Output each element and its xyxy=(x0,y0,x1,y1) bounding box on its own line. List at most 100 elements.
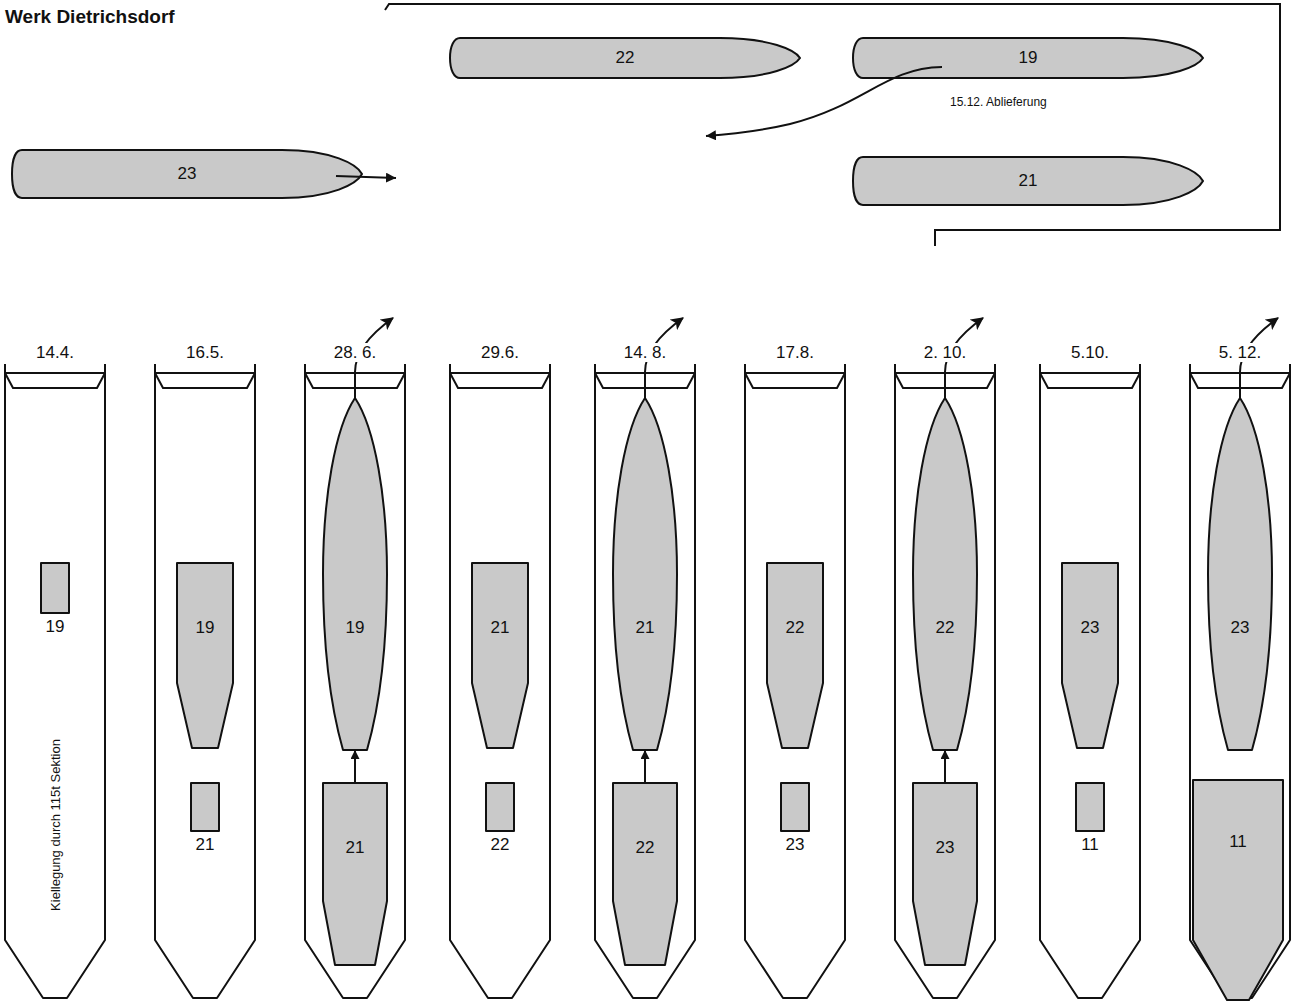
date-text: 16.5. xyxy=(184,343,226,362)
ship-hull-path xyxy=(853,38,1203,78)
hull-part: 21 xyxy=(472,563,528,748)
ship-hull: 22 xyxy=(450,38,800,78)
date-text: 14. 8. xyxy=(622,343,669,362)
building-dock-path xyxy=(745,364,845,998)
keel-section: 11 xyxy=(1076,783,1104,861)
stern-section: 23 xyxy=(913,783,977,965)
hull-number: 22 xyxy=(913,617,977,639)
hull-part-path xyxy=(472,563,528,748)
ship-hull: 22 xyxy=(913,398,977,750)
stern-section-path xyxy=(323,783,387,965)
move-arrow xyxy=(944,750,946,783)
keel-section-path xyxy=(41,563,69,613)
hull-number: 21 xyxy=(323,837,387,859)
hull-number: 22 xyxy=(613,837,677,859)
hull-part: 23 xyxy=(1062,563,1118,748)
date-text: 28. 6. xyxy=(332,343,379,362)
hull-number: 23 xyxy=(913,837,977,859)
note-vertical: Kiellegung durch 115t Sektion xyxy=(48,739,63,911)
stern-section-outline xyxy=(1193,780,1283,1000)
ship-hull-outline xyxy=(913,398,977,750)
building-dock: 16.5. 19 21 xyxy=(153,340,257,1004)
move-arrow xyxy=(644,750,646,783)
date-text: 17.8. xyxy=(774,343,816,362)
date-text: 29.6. xyxy=(479,343,521,362)
ship-hull-path xyxy=(613,398,677,750)
keel-section-path xyxy=(191,783,219,831)
date-label: 14. 8. xyxy=(593,342,697,364)
keel-section-path xyxy=(486,783,514,831)
stern-section: 11 xyxy=(1193,780,1283,1000)
ship-hull-path xyxy=(323,398,387,750)
date-label: 2. 10. xyxy=(893,342,997,364)
ship-hull: 19 xyxy=(323,398,387,750)
stern-section-path xyxy=(613,783,677,965)
date-text: 14.4. xyxy=(34,343,76,362)
title: Werk Dietrichsdorf xyxy=(5,6,175,28)
date-text: 5.10. xyxy=(1069,343,1111,362)
date-label: 14.4. xyxy=(3,342,107,364)
keel-section: 21 xyxy=(191,783,219,861)
hull-number: 19 xyxy=(853,47,1203,69)
hull-number: 23 xyxy=(1062,617,1118,639)
ship-hull: 21 xyxy=(613,398,677,750)
building-dock: 14. 8. 21 22 xyxy=(593,340,697,1004)
hull-number: 19 xyxy=(31,616,79,638)
ship-hull: 23 xyxy=(1208,398,1272,750)
hull-part-outline xyxy=(1062,563,1118,748)
ship-hull-path xyxy=(853,157,1203,205)
pier-outline xyxy=(385,4,1280,246)
keel-section: 22 xyxy=(486,783,514,861)
hull-number: 23 xyxy=(12,163,362,185)
ship-hull-path xyxy=(12,150,362,198)
hull-number: 22 xyxy=(476,834,524,856)
hull-number: 19 xyxy=(323,617,387,639)
keel-section-path xyxy=(781,783,809,831)
move-arrow xyxy=(354,750,356,783)
building-dock-path xyxy=(305,364,405,998)
hull-number: 11 xyxy=(1193,831,1283,853)
hull-part-path xyxy=(1062,563,1118,748)
ship-hull-outline xyxy=(1208,398,1272,750)
stern-section-outline xyxy=(323,783,387,965)
hull-number: 23 xyxy=(1208,617,1272,639)
keel-section-path xyxy=(1076,783,1104,831)
hull-part-outline xyxy=(767,563,823,748)
stern-section: 22 xyxy=(613,783,677,965)
building-dock: 28. 6. 19 21 xyxy=(303,340,407,1004)
hull-number: 23 xyxy=(771,834,819,856)
hull-part: 22 xyxy=(767,563,823,748)
stern-section-outline xyxy=(913,783,977,965)
hull-part-path xyxy=(767,563,823,748)
building-dock-path xyxy=(450,364,550,998)
hull-part-path xyxy=(177,563,233,748)
date-label: 5. 12. xyxy=(1188,342,1292,364)
hull-number: 19 xyxy=(177,617,233,639)
hull-number: 22 xyxy=(450,47,800,69)
note-label: 15.12. Ablieferung xyxy=(950,95,1047,109)
ship-hull-path xyxy=(1208,398,1272,750)
ship-hull-outline xyxy=(613,398,677,750)
hull-number: 11 xyxy=(1066,834,1114,856)
building-dock-path xyxy=(155,364,255,998)
date-label: 28. 6. xyxy=(303,342,407,364)
hull-number: 21 xyxy=(853,170,1203,192)
keel-section: 19 xyxy=(41,563,69,643)
ship-hull-outline xyxy=(323,398,387,750)
building-dock: 14.4. Kiellegung durch 115t Sektion 19 xyxy=(3,340,107,1004)
hull-number: 21 xyxy=(472,617,528,639)
stern-section: 21 xyxy=(323,783,387,965)
shift-arrow xyxy=(336,176,396,178)
date-label: 5.10. xyxy=(1038,342,1142,364)
hull-number: 21 xyxy=(181,834,229,856)
building-dock: 17.8. 22 23 xyxy=(743,340,847,1004)
building-dock-path xyxy=(5,364,105,998)
building-dock-path xyxy=(895,364,995,998)
ship-hull: 23 xyxy=(12,150,362,198)
stern-section-path xyxy=(1193,780,1283,1000)
hull-part-outline xyxy=(177,563,233,748)
building-dock: 2. 10. 22 23 xyxy=(893,340,997,1004)
building-dock: 5.10. 23 11 xyxy=(1038,340,1142,1004)
ship-hull-path xyxy=(450,38,800,78)
ship-hull: 21 xyxy=(853,157,1203,205)
